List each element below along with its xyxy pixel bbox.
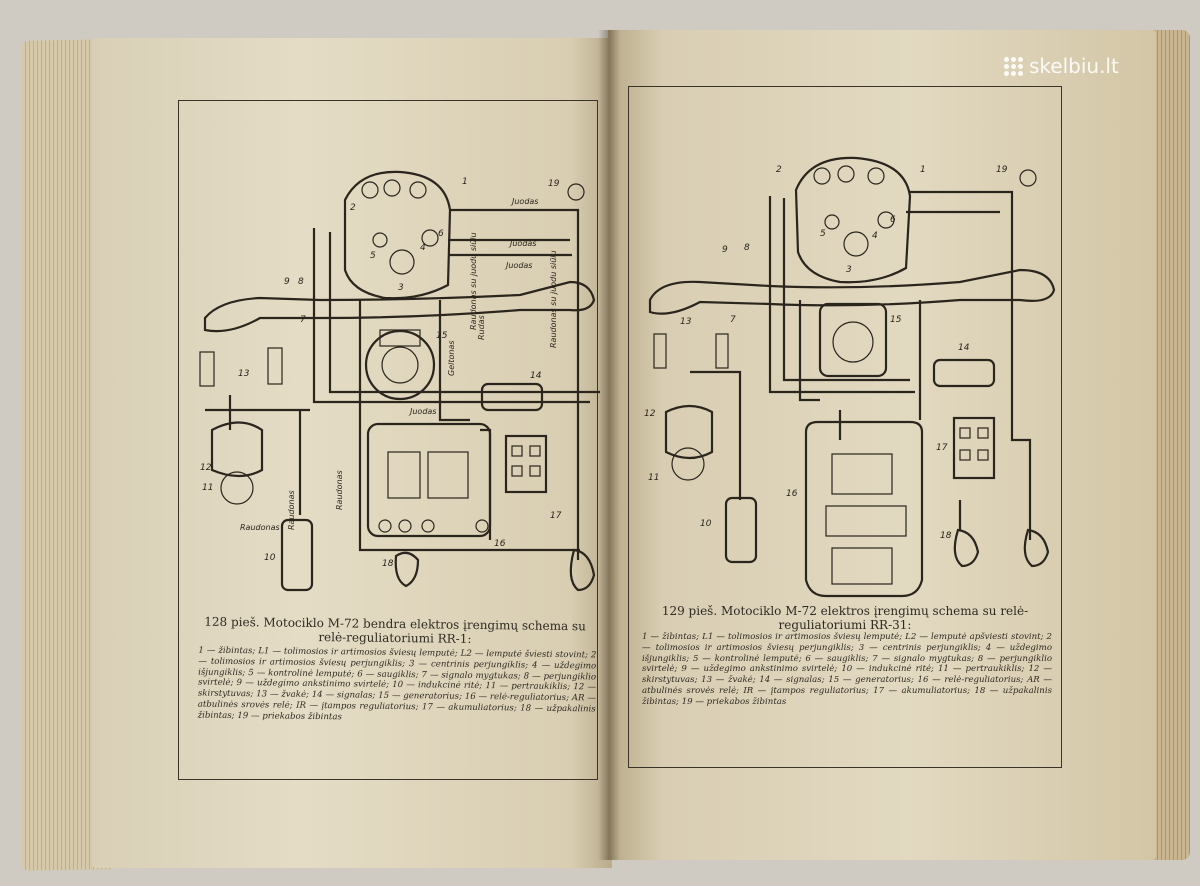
right-tail-lights: [953, 169, 1050, 568]
diagram-number: 3: [846, 265, 852, 275]
left-battery: [504, 434, 548, 494]
diagram-number: 9: [722, 245, 728, 255]
diagram-number: 15: [436, 331, 448, 341]
diagram-number: 18: [382, 559, 394, 569]
left-relay-regulator: [366, 422, 492, 538]
right-spark-plugs: [653, 333, 729, 369]
diagram-number: 4: [872, 231, 878, 241]
diagram-number: 17: [936, 443, 948, 453]
wire-label: Rudas: [477, 315, 486, 340]
diagram-number: 11: [202, 483, 213, 493]
right-figure-caption: 129 pieš. Motociklo M-72 elektros įrengi…: [661, 604, 1029, 632]
wire-label: Raudonas: [287, 490, 296, 530]
diagram-number: 16: [494, 539, 506, 549]
right-battery: [952, 416, 996, 480]
right-wires: [690, 190, 1032, 540]
left-distributor: [210, 421, 264, 505]
left-headlight-housing: [343, 170, 452, 300]
diagram-number: 2: [776, 165, 782, 175]
diagram-number: 10: [264, 553, 276, 563]
watermark: skelbiu.lt: [1004, 52, 1184, 80]
diagram-number: 9: [284, 277, 290, 287]
diagram-number: 4: [420, 243, 426, 253]
wire-label: Geltonas: [447, 340, 456, 376]
diagram-number: 19: [996, 165, 1008, 175]
right-generator: [818, 302, 888, 378]
wire-label: Juodas: [510, 197, 538, 206]
diagram-number: 5: [820, 229, 826, 239]
left-tail-lights: [394, 183, 596, 592]
left-handlebar: [203, 280, 596, 333]
diagram-number: 5: [370, 251, 376, 261]
diagram-number: 3: [398, 283, 404, 293]
diagram-number: 11: [648, 473, 659, 483]
diagram-number: 1: [920, 165, 926, 175]
diagram-number: 12: [200, 463, 212, 473]
watermark-text: skelbiu.lt: [1029, 54, 1119, 78]
diagram-number: 14: [530, 371, 542, 381]
diagram-number: 19: [548, 179, 560, 189]
wire-label: Juodas: [504, 261, 532, 270]
dots-logo-icon: [1004, 56, 1023, 76]
left-figure-caption: 128 pieš. Motociklo M-72 bendra elektros…: [204, 614, 586, 646]
wire-label: Raudonas: [240, 523, 280, 532]
book-spine-shadow: [598, 30, 620, 860]
diagram-number: 13: [238, 369, 250, 379]
right-ignition-coil: [724, 496, 758, 564]
diagram-number: 2: [350, 203, 356, 213]
diagram-number: 13: [680, 317, 692, 327]
diagram-number: 16: [786, 489, 798, 499]
wire-label: Raudonas: [335, 470, 344, 510]
left-generator: [364, 329, 436, 401]
wire-label: Juodas: [408, 407, 436, 416]
diagram-number: 7: [300, 315, 306, 325]
wire-label: Raudonas su juodu siūlu: [469, 232, 478, 330]
left-ignition-coil: [280, 518, 314, 592]
diagram-number: 14: [958, 343, 970, 353]
left-horn: [480, 382, 544, 412]
diagram-number: 17: [550, 511, 562, 521]
right-headlight-housing: [794, 156, 912, 284]
diagram-number: 10: [700, 519, 712, 529]
right-figure-frame: [628, 86, 1062, 768]
diagram-number: 15: [890, 315, 902, 325]
wire-label: Juodas: [508, 239, 536, 248]
left-spark-plugs: [199, 347, 283, 387]
right-handlebar: [648, 268, 1056, 315]
right-horn: [932, 358, 996, 388]
diagram-number: 12: [644, 409, 656, 419]
left-figure-frame: [178, 100, 598, 780]
diagram-number: 18: [940, 531, 952, 541]
diagram-number: 8: [298, 277, 304, 287]
right-figure-legend: 1 — žibintas; L1 — tolimosios ir artimos…: [642, 632, 1052, 707]
wire-label: Raudonas su juodu siūlu: [549, 250, 558, 348]
diagram-number: 1: [462, 177, 468, 187]
right-page: [608, 30, 1156, 860]
diagram-number: 6: [890, 215, 896, 225]
right-distributor: [664, 404, 714, 481]
right-relay-regulator: [804, 420, 924, 598]
left-wires: [205, 208, 600, 560]
diagram-number: 8: [744, 243, 750, 253]
left-figure-legend: 1 — žibintas; L1 — tolimosios ir artimos…: [197, 645, 597, 723]
diagram-number: 7: [730, 315, 736, 325]
diagram-number: 6: [438, 229, 444, 239]
